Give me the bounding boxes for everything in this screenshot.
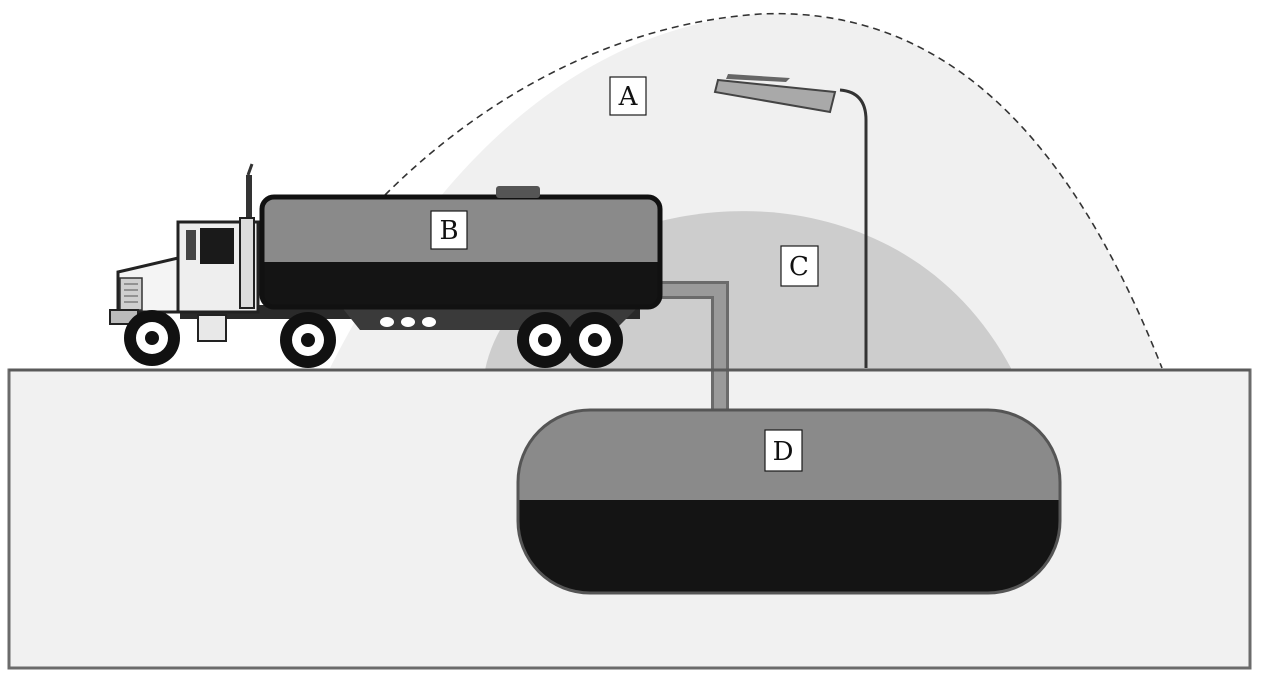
wheel-drive bbox=[280, 312, 336, 368]
label-c: C bbox=[780, 245, 819, 287]
label-b: B bbox=[430, 210, 468, 250]
svg-text:C: C bbox=[789, 252, 809, 282]
hazard-zone-a-boundary bbox=[384, 12, 1163, 369]
street-lamp bbox=[713, 74, 868, 368]
wheel-front bbox=[124, 310, 180, 366]
svg-text:A: A bbox=[618, 82, 639, 112]
svg-text:B: B bbox=[439, 216, 458, 246]
label-d: D bbox=[764, 429, 803, 472]
wheel-trailer-1 bbox=[517, 312, 573, 368]
wheel-trailer-2 bbox=[567, 312, 623, 368]
label-a: A bbox=[609, 76, 647, 116]
truck-wheels bbox=[124, 310, 623, 368]
svg-text:D: D bbox=[773, 437, 794, 467]
